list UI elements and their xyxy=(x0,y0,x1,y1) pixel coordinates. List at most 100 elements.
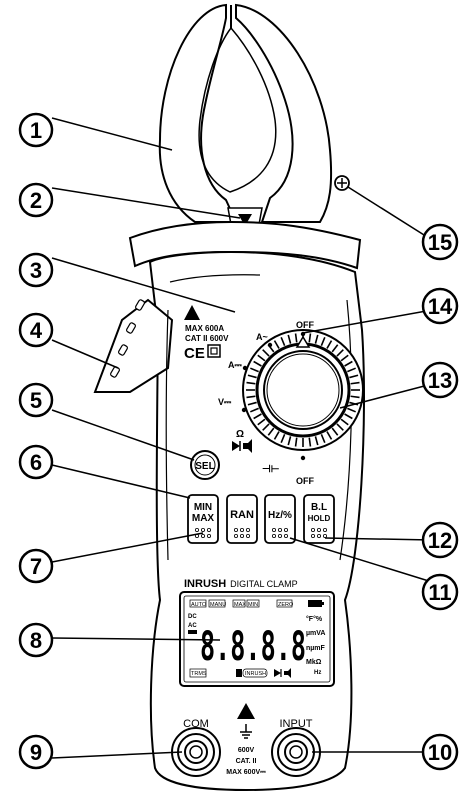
lcd-inrush: INRUSH xyxy=(245,671,266,677)
dial-acv: A~ xyxy=(256,332,268,342)
lcd-minus-icon xyxy=(188,630,197,634)
dial-knurl-tick xyxy=(267,427,275,436)
lcd-unit-hz: Hz xyxy=(314,670,321,676)
dial-knurl-tick xyxy=(350,395,360,399)
dial-pointer-icon xyxy=(295,335,311,348)
callout-2: 2 xyxy=(18,182,54,218)
callout-11: 11 xyxy=(421,573,459,611)
leader-lines xyxy=(51,117,433,759)
dial-vdc: V⎓ xyxy=(218,397,232,407)
lcd-unit-va: µmVA xyxy=(306,630,325,637)
range-button[interactable]: RAN xyxy=(226,494,258,544)
dial-knurl-tick xyxy=(257,418,266,426)
callout-7: 7 xyxy=(18,548,54,584)
display-title-bold: INRUSH xyxy=(184,578,226,590)
callout-8: 8 xyxy=(18,622,54,658)
input-terminal[interactable] xyxy=(271,727,321,777)
max-current-rating: MAX 600A xyxy=(185,324,224,333)
dial-positions: OFF A~ A⎓ V⎓ Ω ⊣⊢ OFF xyxy=(218,320,314,486)
dial-knurl-tick xyxy=(287,334,292,344)
dial-adc: A⎓ xyxy=(228,360,242,370)
dial-knurl-tick xyxy=(308,333,312,343)
dial-knurl-tick xyxy=(262,423,270,431)
svg-text:2: 2 xyxy=(30,188,42,213)
dial-knurl-tick xyxy=(250,407,259,413)
dial-knurl-tick xyxy=(280,337,286,346)
dial-knurl xyxy=(246,333,360,447)
lcd-diode-icon xyxy=(274,669,281,677)
callout-13: 13 xyxy=(421,361,459,399)
lcd-ac: AC xyxy=(188,623,197,629)
callout-12: 12 xyxy=(421,521,459,559)
lcd-unit-f: nµmF xyxy=(306,645,326,652)
svg-text:4: 4 xyxy=(30,318,43,343)
sel-button[interactable]: SEL xyxy=(190,450,220,480)
dial-knurl-tick xyxy=(349,374,359,379)
rotary-dial[interactable] xyxy=(242,329,364,451)
callout-6: 6 xyxy=(18,444,54,480)
callout-3: 3 xyxy=(18,252,54,288)
dial-knurl-tick xyxy=(336,349,344,357)
dial-off-bottom: OFF xyxy=(296,476,314,486)
dial-knurl-tick xyxy=(344,413,353,420)
dial-knurl-tick xyxy=(344,360,353,367)
dial-knurl-tick xyxy=(314,436,319,446)
dial-knurl-tick xyxy=(262,349,270,357)
sel-button-label: SEL xyxy=(195,461,214,472)
svg-text:10: 10 xyxy=(428,740,452,765)
terminal-warning-icon xyxy=(237,703,255,719)
battery-icon xyxy=(308,600,324,607)
terminal-rating: 600V CAT. II MAX 600V⎓ xyxy=(226,703,266,776)
callout-5: 5 xyxy=(18,382,54,418)
callout-15: 15 xyxy=(421,223,459,261)
svg-text:6: 6 xyxy=(30,450,42,475)
dial-knurl-tick xyxy=(247,374,257,379)
svg-text:15: 15 xyxy=(428,230,452,255)
svg-text:7: 7 xyxy=(30,554,42,579)
warning-triangle-icon xyxy=(184,305,200,320)
input-label: INPUT xyxy=(280,718,313,730)
minmax-button[interactable]: MIN MAX xyxy=(187,494,219,544)
ce-mark-icon: CE xyxy=(184,345,205,362)
jaw-screw-icon xyxy=(334,175,350,191)
dial-knurl-tick xyxy=(331,427,339,436)
dial-knurl-tick xyxy=(257,354,266,362)
dial-knurl-tick xyxy=(350,381,360,385)
lcd-hold-icon xyxy=(236,669,242,677)
dial-knurl-tick xyxy=(250,367,259,373)
lcd-digits: 8.8.8.8 xyxy=(200,624,306,670)
backlight-hold-button[interactable]: B.L HOLD xyxy=(303,494,335,544)
lcd-min: MIN xyxy=(248,602,258,608)
callout-1: 1 xyxy=(18,112,54,148)
svg-text:1: 1 xyxy=(30,118,42,143)
clamp-jaws xyxy=(158,3,333,231)
ground-icon xyxy=(240,724,252,739)
dial-knurl-tick xyxy=(314,334,319,344)
hz-duty-button[interactable]: Hz/% xyxy=(264,494,296,544)
cat-rating: CAT II 600V xyxy=(185,334,229,343)
callout-14: 14 xyxy=(421,287,459,325)
terminal-voltage: 600V xyxy=(238,747,255,754)
range-label: RAN xyxy=(230,509,254,521)
dial-knurl-tick xyxy=(331,344,339,353)
dial-knurl-tick xyxy=(280,434,286,443)
callout-4: 4 xyxy=(18,312,54,348)
dial-knurl-tick xyxy=(347,407,356,413)
backlight-label: B.L xyxy=(311,502,327,513)
lcd-max: MAX xyxy=(234,602,246,608)
svg-text:3: 3 xyxy=(30,258,42,283)
lcd-manu: MANU xyxy=(210,602,226,608)
svg-text:13: 13 xyxy=(428,368,452,393)
lcd-trms: TRMS xyxy=(191,671,207,677)
hz-duty-label: Hz/% xyxy=(268,510,292,521)
dial-knurl-tick xyxy=(340,354,349,362)
lcd-zero: ZERO xyxy=(278,602,294,608)
callout-9: 9 xyxy=(18,734,54,770)
lcd-unit-ohm: MkΩ xyxy=(306,659,322,666)
double-insulation-icon xyxy=(207,344,221,358)
lcd-buzzer-icon xyxy=(284,668,291,678)
dial-knurl-tick xyxy=(320,337,326,346)
